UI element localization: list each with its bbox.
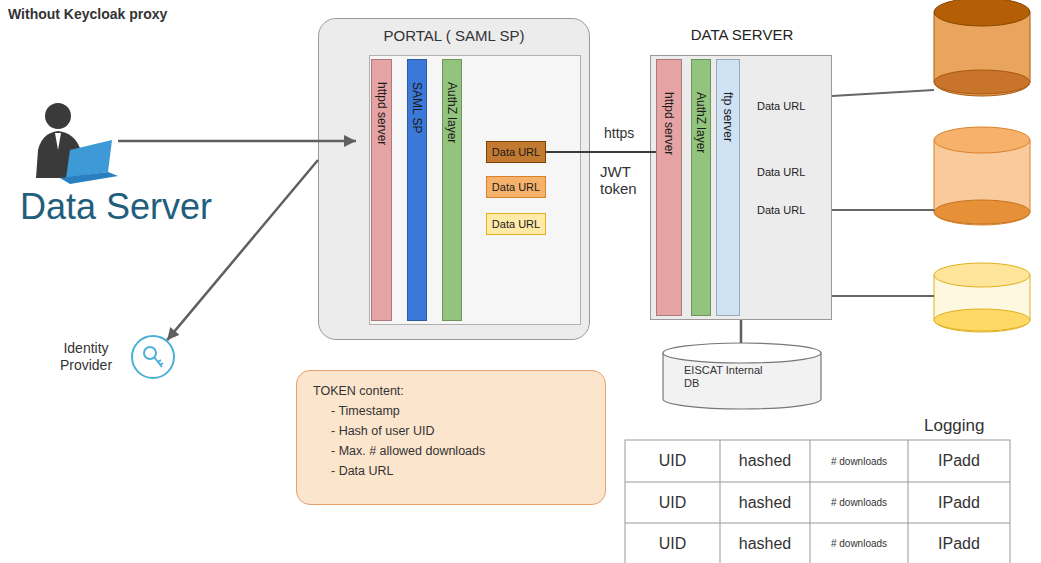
- table-cell: UID: [626, 524, 719, 563]
- idp-icon: [130, 334, 176, 380]
- layer-band: SAML SP: [407, 59, 427, 321]
- table-cell: hashed: [721, 524, 809, 563]
- identity-provider: Identity Provider: [50, 332, 200, 382]
- table-caption: Logging: [924, 416, 985, 436]
- data-url-text: Data URL: [757, 166, 805, 178]
- table-cell: IPadd: [909, 441, 1009, 481]
- layer-band: AuthZ layer: [442, 59, 462, 321]
- connector-label: https: [602, 125, 636, 141]
- layer-band: ftp server: [716, 59, 740, 316]
- note-item: - Hash of user UID: [313, 421, 589, 441]
- connector: [546, 151, 656, 153]
- storage-wire: [832, 90, 934, 296]
- logging-table: [625, 440, 1010, 563]
- server-title: DATA SERVER: [646, 26, 838, 43]
- user-icon: [36, 103, 118, 184]
- table-cell: UID: [626, 483, 719, 522]
- layer-label: httpd server: [376, 82, 388, 145]
- layer-label: AuthZ layer: [446, 82, 458, 143]
- data-url-text: Data URL: [757, 204, 805, 216]
- table-cell: # downloads: [811, 483, 907, 522]
- note-item: - Max. # allowed downloads: [313, 441, 589, 461]
- storage-cylinder: [934, 263, 1030, 332]
- layer-label: SAML SP: [411, 82, 423, 134]
- data-url-box: Data URL: [486, 176, 546, 198]
- database-cylinder: EISCAT Internal DB: [662, 342, 822, 410]
- diagram-title: Without Keycloak proxy: [8, 6, 167, 22]
- note-item: - Data URL: [313, 461, 589, 481]
- table-cell: hashed: [721, 441, 809, 481]
- token-label: JWT token: [600, 163, 644, 198]
- data-url-box: Data URL: [486, 141, 546, 163]
- table-cell: # downloads: [811, 441, 907, 481]
- note-heading: TOKEN content:: [313, 381, 589, 401]
- storage-cylinder: [934, 127, 1030, 225]
- layer-band: httpd server: [656, 59, 682, 316]
- note-item: - Timestamp: [313, 401, 589, 421]
- data-url-text: Data URL: [492, 218, 540, 230]
- token-note: TOKEN content:- Timestamp- Hash of user …: [296, 370, 606, 505]
- idp-label: Identity Provider: [50, 340, 122, 374]
- inner-panel: [369, 55, 581, 325]
- layer-label: ftp server: [722, 92, 734, 142]
- data-url-box: Data URL: [486, 213, 546, 235]
- server-box: DATA SERVERData URLData URLData URLhttpd…: [650, 55, 832, 320]
- portal-title: PORTAL ( SAML SP): [319, 27, 589, 44]
- data-url-text: Data URL: [757, 100, 805, 112]
- layer-label: AuthZ layer: [695, 92, 707, 153]
- table-cell: IPadd: [909, 524, 1009, 563]
- table-cell: # downloads: [811, 524, 907, 563]
- connector: [740, 320, 743, 343]
- layer-band: AuthZ layer: [691, 59, 711, 316]
- layer-label: httpd server: [663, 92, 675, 155]
- data-url-text: Data URL: [492, 181, 540, 193]
- table-cell: UID: [626, 441, 719, 481]
- user-arrow: [118, 140, 356, 143]
- big-label: Data Server: [20, 186, 212, 227]
- layer-band: httpd server: [371, 59, 392, 321]
- data-url-text: Data URL: [492, 146, 540, 158]
- storage-cylinder: [934, 0, 1030, 96]
- portal-box: PORTAL ( SAML SP) httpd server SAML SP Auth…: [318, 18, 590, 340]
- table-cell: IPadd: [909, 483, 1009, 522]
- database-label: EISCAT Internal DB: [684, 364, 764, 390]
- table-cell: hashed: [721, 483, 809, 522]
